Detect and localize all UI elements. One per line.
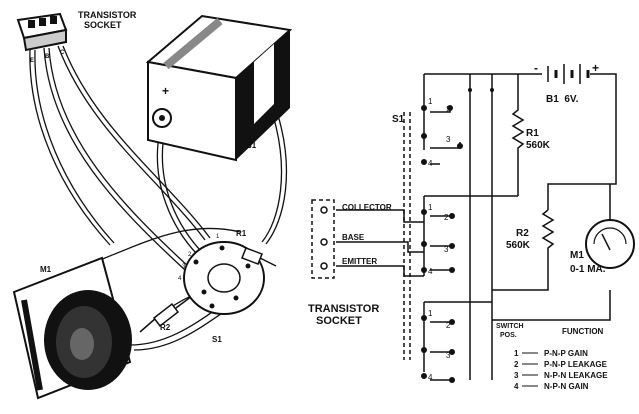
schematic-socket-title-2: SOCKET — [316, 315, 362, 327]
function-row-pos: 1 — [514, 349, 519, 358]
pictorial-battery-label: B1 — [246, 141, 257, 150]
deck1-contact-2: 2 — [446, 105, 451, 114]
deck2-contact-1: 1 — [428, 203, 433, 212]
deck1-contact-3: 3 — [446, 135, 451, 144]
schematic-contacts — [320, 88, 494, 383]
schematic-view — [311, 64, 617, 381]
pictorial-r2-label: R2 — [160, 323, 171, 332]
pictorial-battery — [145, 14, 293, 162]
function-row-text: P-N-P LEAKAGE — [544, 360, 608, 369]
pictorial-rotary-switch — [183, 241, 265, 315]
pictorial-switch-pos-2: 2 — [188, 252, 192, 258]
pictorial-view: TRANSISTOR SOCKET E B C — [12, 10, 293, 400]
schematic-battery-label: B1 6V. — [546, 94, 579, 105]
schematic-battery-minus: - — [534, 61, 538, 75]
deck3-contact-1: 1 — [428, 309, 433, 318]
pictorial-socket-pin-c: C — [60, 50, 65, 56]
function-table: SWITCH POS. FUNCTION 1 P-N-P GAIN 2 P-N-… — [496, 323, 608, 391]
pictorial-r1-label: R1 — [236, 229, 247, 238]
pictorial-battery-plus: + — [162, 84, 169, 98]
function-row-text: P-N-P GAIN — [544, 349, 588, 358]
schematic-r1-name: R1 — [526, 128, 539, 139]
function-row-text: N-P-N LEAKAGE — [544, 371, 608, 380]
schematic-switch-label: S1 — [392, 114, 405, 125]
schematic-meter-name: M1 — [570, 250, 584, 261]
pictorial-transistor-socket — [16, 12, 68, 52]
function-row-text: N-P-N GAIN — [544, 382, 589, 391]
pictorial-socket-pin-e: E — [30, 58, 34, 64]
function-header-switch-2: POS. — [500, 332, 517, 339]
function-row-pos: 4 — [514, 382, 519, 391]
schematic-r1-value: 560K — [526, 140, 551, 151]
function-header-switch-1: SWITCH — [496, 323, 524, 330]
deck2-contact-4: 4 — [428, 267, 433, 276]
deck1-contact-4: 4 — [428, 159, 433, 168]
function-header-function: FUNCTION — [562, 327, 604, 336]
pictorial-resistor-r1 — [241, 247, 277, 267]
pictorial-socket-pin-b: B — [45, 54, 50, 60]
schematic-battery-plus: + — [592, 61, 599, 75]
deck3-contact-2: 2 — [446, 321, 451, 330]
pictorial-meter — [12, 256, 132, 400]
pictorial-switch-pos-4: 4 — [178, 276, 182, 282]
pictorial-socket-title-1: TRANSISTOR — [78, 10, 137, 20]
schematic-meter-value: 0-1 MA. — [570, 264, 606, 275]
function-row-pos: 3 — [514, 371, 519, 380]
function-row-pos: 2 — [514, 360, 519, 369]
pictorial-resistor-r2 — [139, 295, 193, 333]
schematic-socket-title-1: TRANSISTOR — [308, 303, 379, 315]
schematic-r2-name: R2 — [516, 228, 529, 239]
deck1-contact-1: 1 — [428, 97, 433, 106]
deck3-contact-4: 4 — [428, 373, 433, 382]
schematic-socket-emitter: EMITTER — [342, 257, 377, 266]
pictorial-socket-title-2: SOCKET — [84, 20, 122, 30]
pictorial-switch-pos-1: 1 — [216, 234, 220, 240]
schematic-socket-base: BASE — [342, 233, 365, 242]
schematic-socket-collector: COLLECTOR — [342, 203, 392, 212]
deck2-contact-3: 3 — [444, 245, 449, 254]
deck2-contact-2: 2 — [444, 213, 449, 222]
schematic-r2-value: 560K — [506, 240, 531, 251]
pictorial-meter-label: M1 — [40, 265, 52, 274]
schematic-meter — [585, 219, 635, 269]
pictorial-switch-pos-3: 3 — [182, 264, 186, 270]
deck3-contact-3: 3 — [446, 351, 451, 360]
pictorial-switch-label: S1 — [212, 335, 222, 344]
